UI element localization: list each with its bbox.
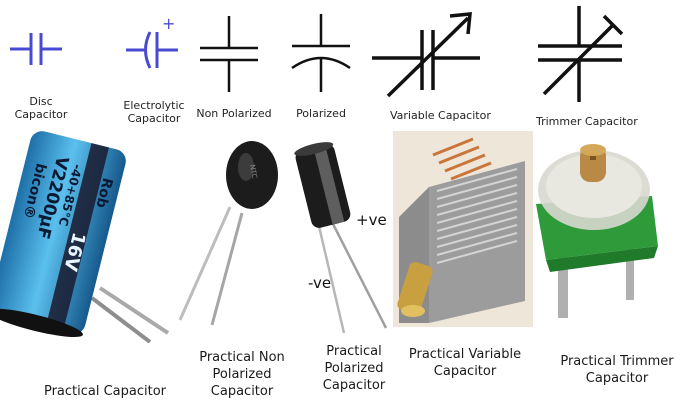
polarized-capacitor-photo [294, 142, 388, 334]
trimmer-capacitor-label: Trimmer Capacitor [536, 115, 638, 128]
electrolytic-capacitor-symbol-icon [126, 31, 178, 69]
trimmer-capacitor-photo [536, 144, 658, 318]
practical-capacitor-caption: Practical Capacitor [43, 384, 167, 399]
practical-polarized-caption: Practical Polarized Capacitor [322, 344, 386, 393]
electrolytic-capacitor-photo: bicon® V2200μF -40+85°C 16V Rob [0, 131, 170, 343]
variable-capacitor-photo [393, 131, 533, 327]
trimmer-capacitor-symbol-icon [538, 6, 624, 102]
positive-sign: + [162, 14, 176, 33]
positive-lead-label: +ve [356, 211, 387, 229]
practical-trimmer-caption: Practical Trimmer Capacitor [560, 354, 674, 386]
practical-variable-caption: Practical Variable Capacitor [408, 347, 522, 379]
variable-capacitor-label: Variable Capacitor [390, 109, 491, 122]
non-polarized-capacitor-photo: NTC [178, 141, 278, 326]
practical-non-polarized-caption: Practical Non Polarized Capacitor [199, 350, 285, 399]
polarized-label: Polarized [296, 107, 346, 120]
svg-text:NTC: NTC [248, 164, 258, 179]
variable-capacitor-symbol-icon [372, 12, 480, 98]
disc-capacitor-label: Disc Capacitor [14, 95, 68, 121]
polarized-capacitor-symbol-icon [291, 14, 351, 92]
brand-text-2: Rob [92, 176, 115, 209]
negative-lead-label: -ve [308, 274, 332, 292]
disc-capacitor-symbol-icon [10, 33, 62, 65]
non-polarized-label: Non Polarized [196, 107, 272, 120]
electrolytic-capacitor-label: Electrolytic Capacitor [123, 99, 185, 125]
non-polarized-capacitor-symbol-icon [200, 16, 258, 92]
